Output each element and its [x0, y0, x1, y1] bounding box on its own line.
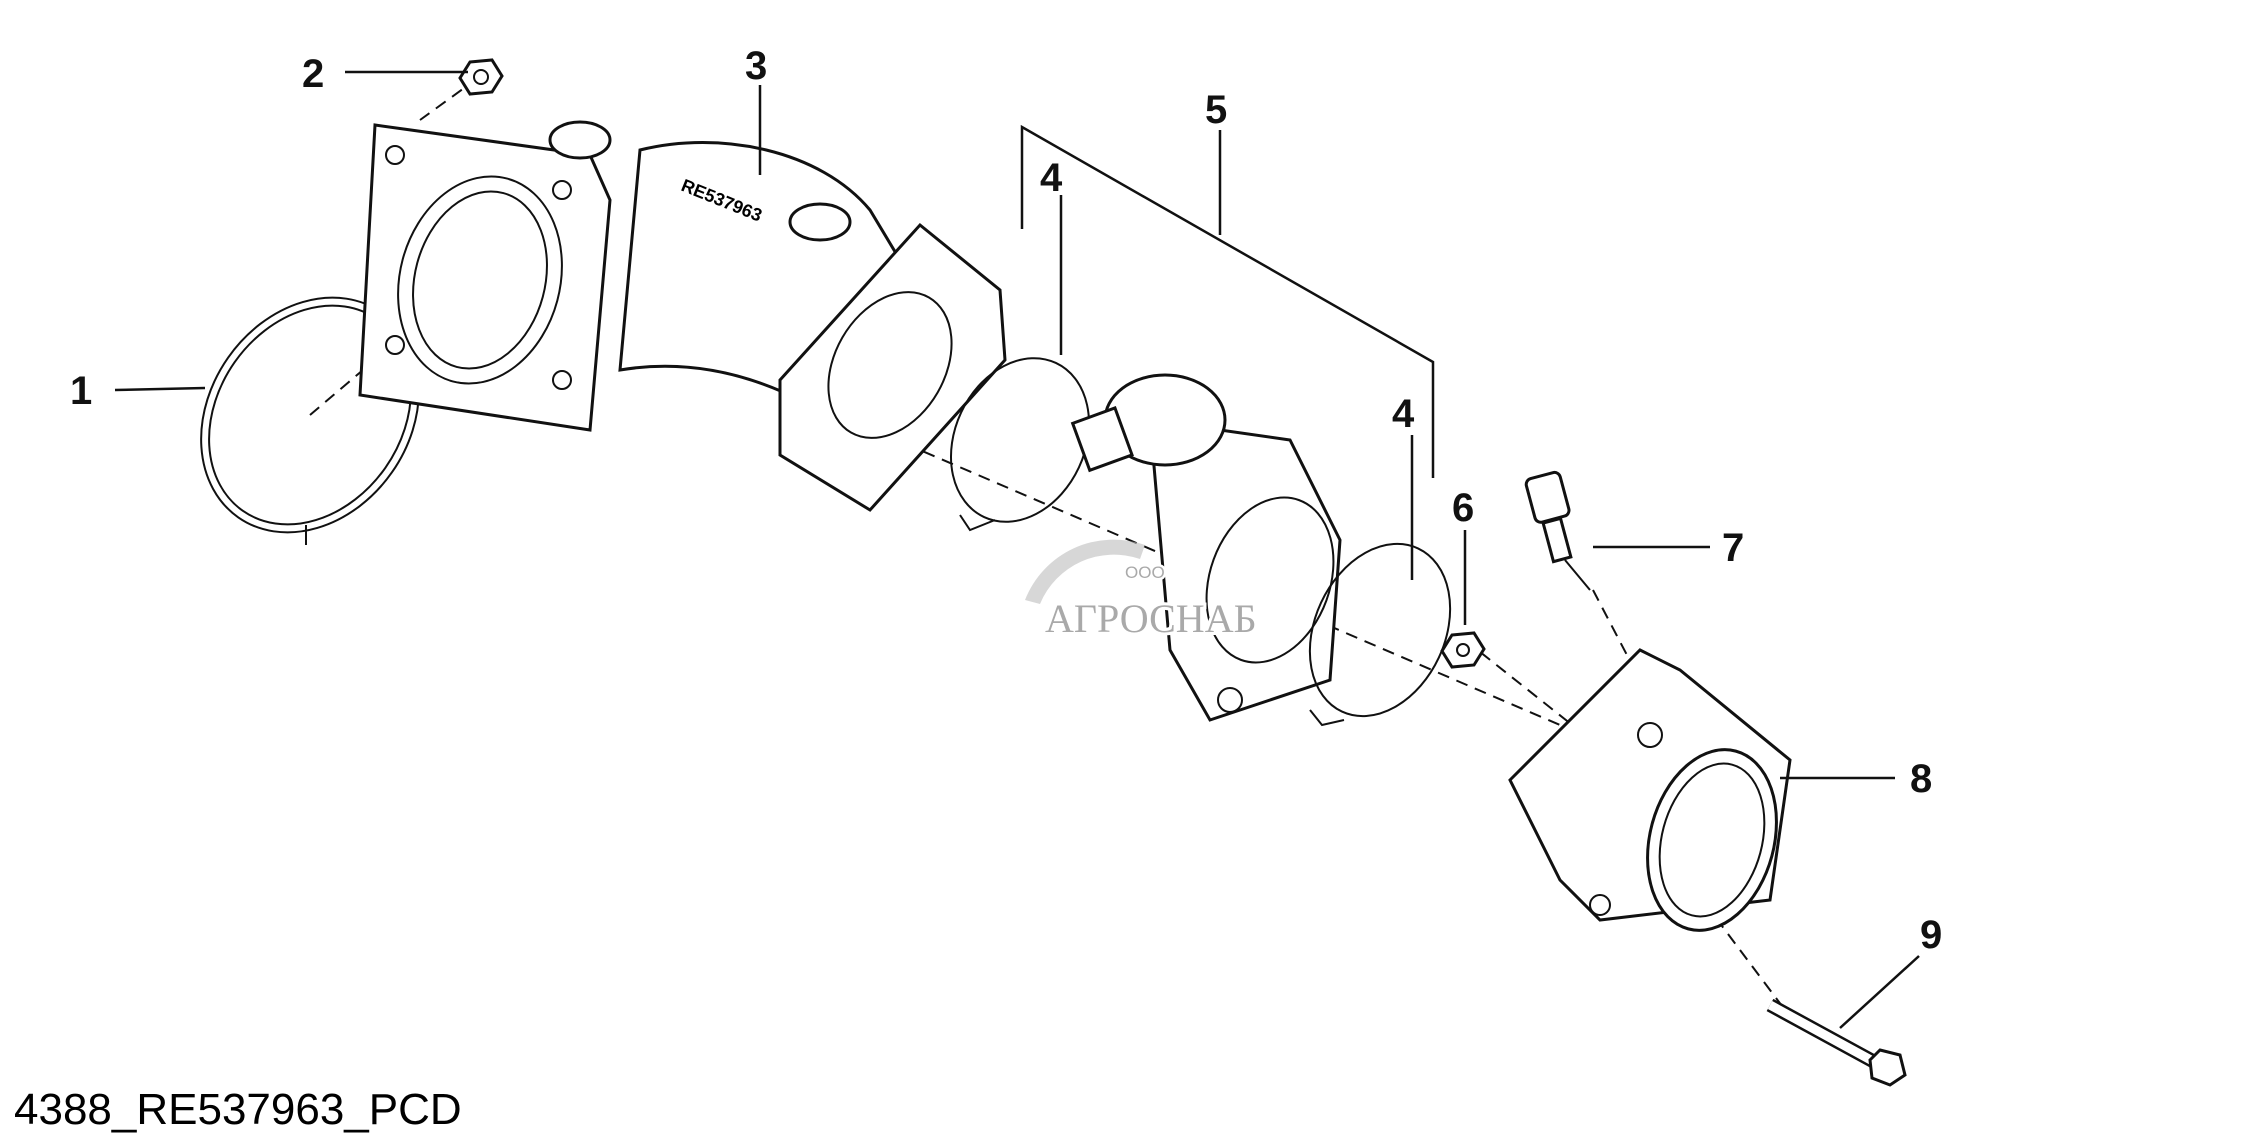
callout-8: 8: [1910, 757, 1932, 801]
part-3-intake-elbow[interactable]: RE537963: [358, 120, 1007, 512]
part-2-nut[interactable]: [458, 58, 504, 96]
drawing-id-label: 4388_RE537963_PCD: [14, 1085, 462, 1134]
callout-1: 1: [70, 369, 92, 413]
part-4-seal-left[interactable]: [925, 335, 1115, 544]
callout-5: 5: [1205, 88, 1227, 132]
part-7-temperature-sensor[interactable]: [1524, 470, 1591, 591]
part-5-throttle-valve[interactable]: [1070, 373, 1356, 722]
part-4-seal-right[interactable]: [1283, 521, 1477, 739]
callout-6: 6: [1452, 486, 1474, 530]
callout-4-right: 4: [1392, 392, 1415, 436]
callout-2: 2: [302, 52, 324, 96]
callout-4-left: 4: [1040, 156, 1063, 200]
callout-9: 9: [1920, 913, 1942, 957]
part-8-adapter-housing[interactable]: [1508, 648, 1796, 945]
callout-7: 7: [1722, 526, 1744, 570]
leader-lines: [114, 70, 1920, 1029]
callout-3: 3: [745, 44, 767, 88]
agrosnab-watermark-logo: ООО АГРОСНАБ: [1025, 539, 1260, 644]
part-9-bolt[interactable]: [1766, 998, 1907, 1087]
part-6-nut[interactable]: [1440, 631, 1486, 669]
watermark-name: АГРОСНАБ: [1045, 596, 1257, 641]
watermark-prefix: ООО: [1125, 563, 1165, 582]
